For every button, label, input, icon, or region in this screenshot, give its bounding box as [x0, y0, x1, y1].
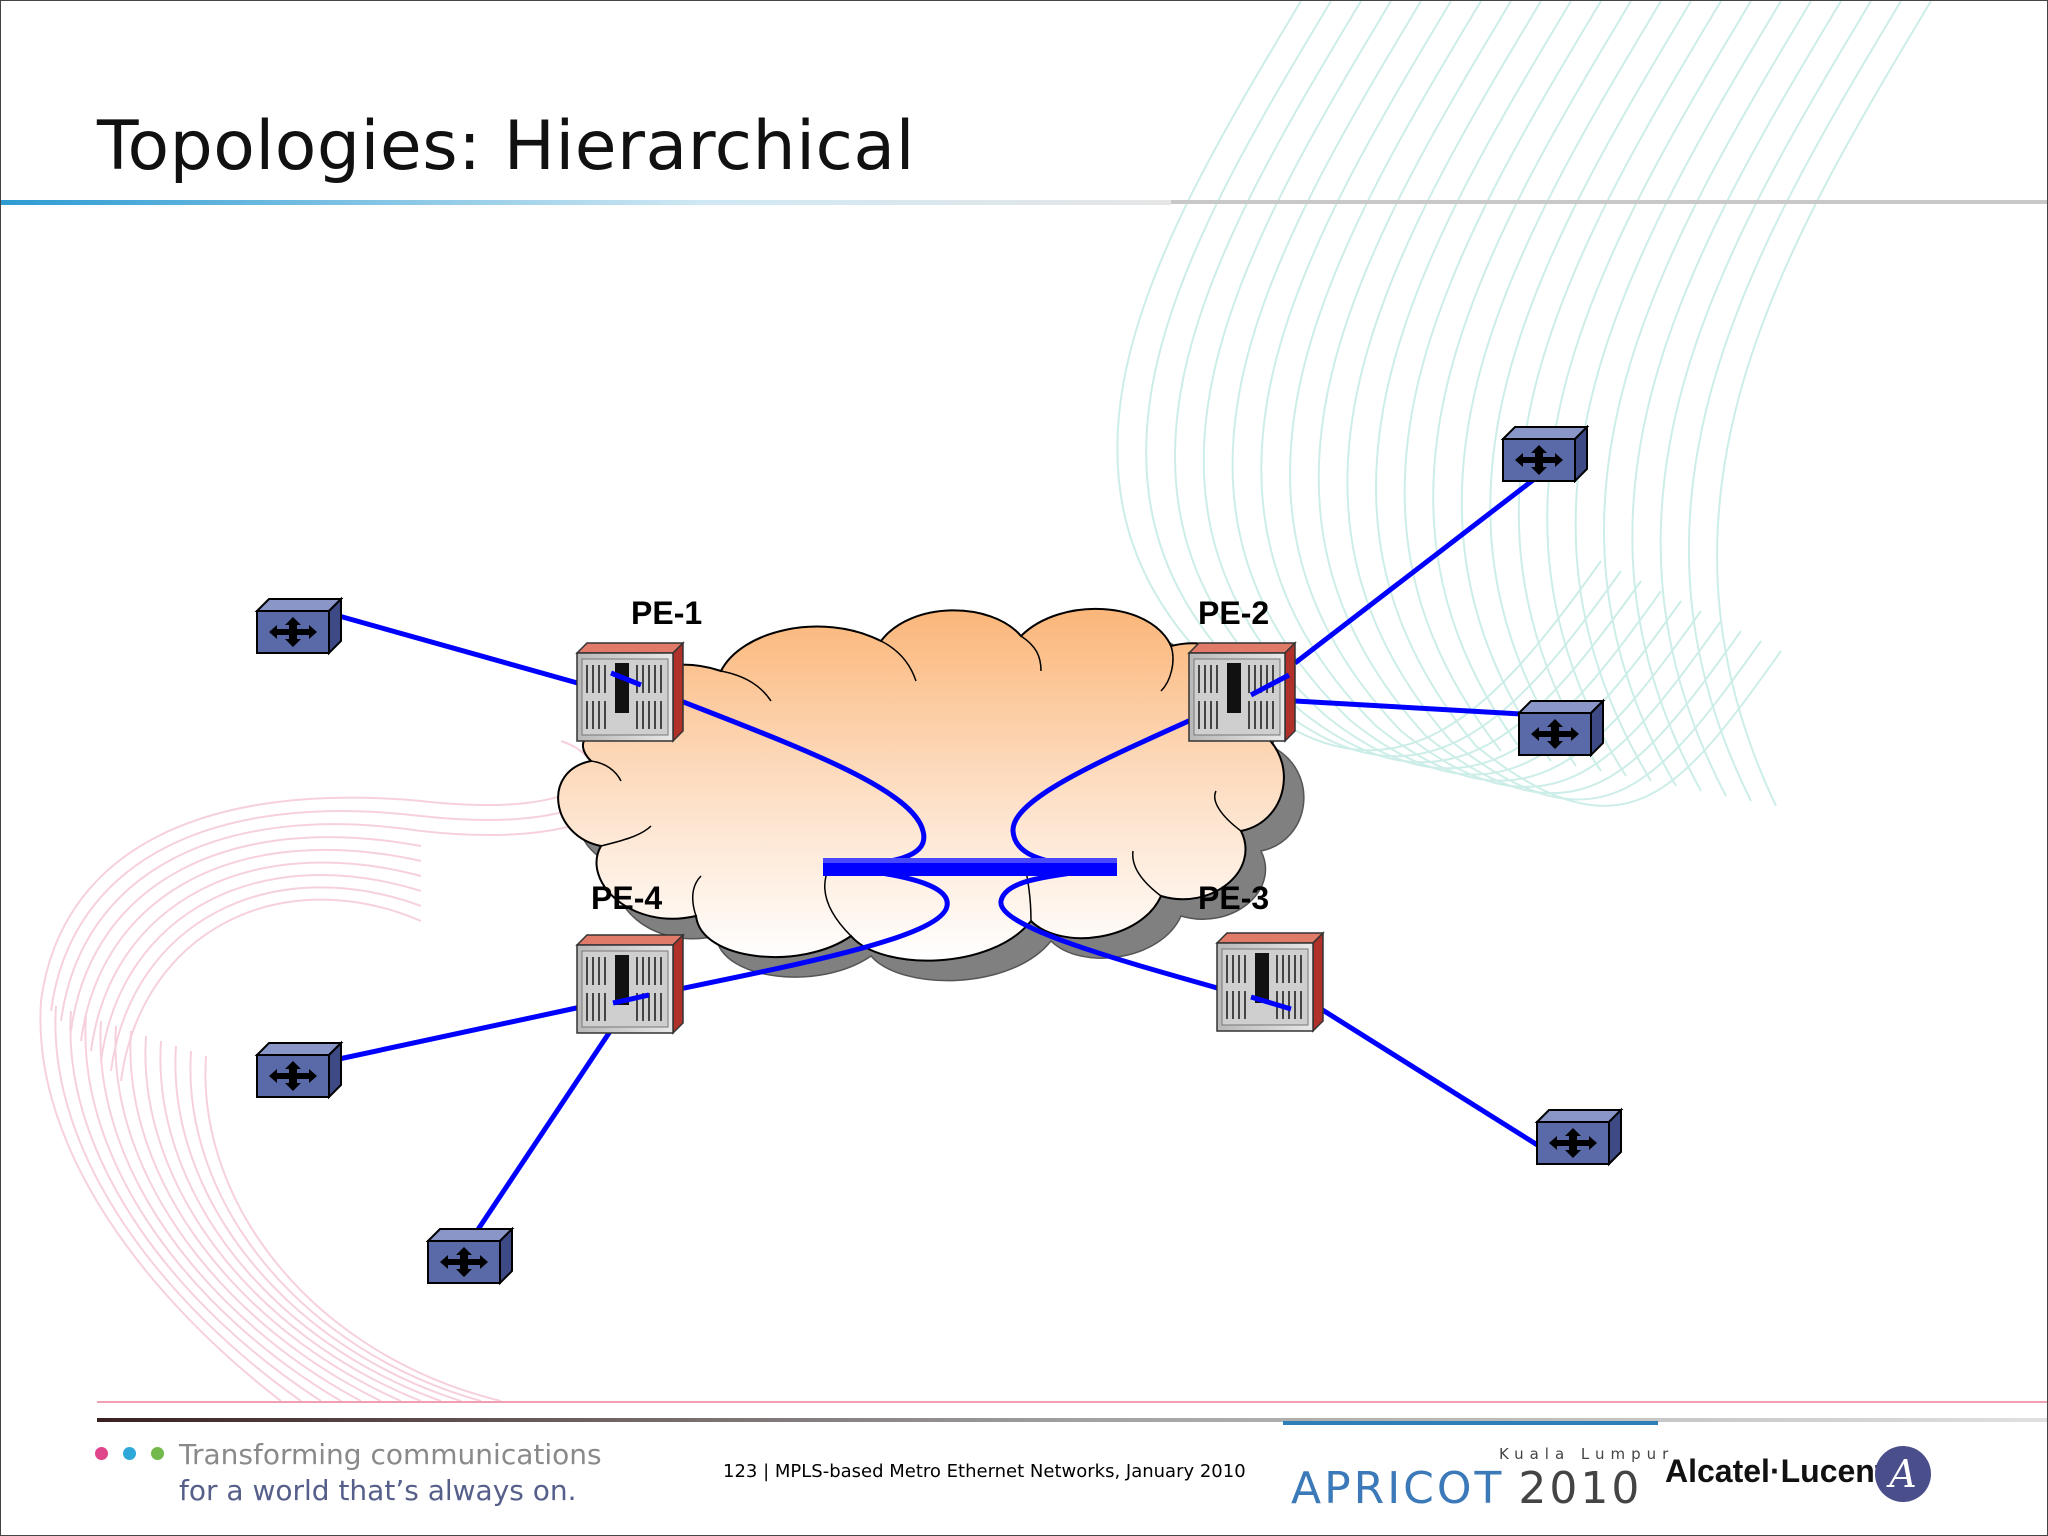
blue-dot	[123, 1447, 136, 1460]
link-pe2-ce2b	[1294, 698, 1522, 717]
ce-switch-icon	[256, 598, 342, 654]
company-name: Alcatel·Lucent	[1665, 1453, 1886, 1489]
tagline: Transforming communications for a world …	[179, 1437, 602, 1509]
link-pe1-ce1	[338, 613, 582, 687]
pink-dot	[95, 1447, 108, 1460]
ce-switch-icon	[256, 1042, 342, 1098]
slide-title: Topologies: Hierarchical	[97, 107, 915, 186]
pe3-label: PE-3	[1198, 880, 1269, 916]
ce-switch-icon	[1536, 1109, 1622, 1165]
pe3-router-icon	[1216, 932, 1324, 1032]
event-year: 2010	[1518, 1463, 1643, 1514]
link-pe3-ce3	[1319, 1006, 1541, 1149]
link-pe4-ce4b	[474, 1025, 616, 1233]
green-dot	[151, 1447, 164, 1460]
pe4-router-icon	[576, 934, 684, 1034]
link-pe2-ce2a	[1293, 475, 1539, 665]
event-logo: APRICOT 2010	[1291, 1463, 1642, 1514]
ce-switch-icon	[1518, 700, 1604, 756]
ce-switch-icon	[1502, 426, 1588, 482]
ce-switch-icon	[427, 1228, 513, 1284]
pe1-label: PE-1	[631, 595, 702, 631]
company-logo-icon: A	[1875, 1446, 1931, 1502]
event-location: Kuala Lumpur	[1499, 1445, 1675, 1463]
page-info: 123 | MPLS-based Metro Ethernet Networks…	[723, 1461, 1246, 1482]
link-pe3-hub	[998, 870, 1292, 1012]
link-pe4-ce4a	[338, 1004, 582, 1062]
tagline-line2: for a world that’s always on.	[179, 1474, 577, 1507]
link-pe4-hub	[612, 870, 950, 1006]
tagline-line1: Transforming communications	[179, 1438, 602, 1471]
event-name: APRICOT	[1291, 1463, 1505, 1514]
pe4-label: PE-4	[591, 880, 662, 916]
pe1-router-icon	[576, 642, 684, 742]
pe2-router-icon	[1188, 642, 1296, 742]
pe2-label: PE-2	[1198, 595, 1269, 631]
